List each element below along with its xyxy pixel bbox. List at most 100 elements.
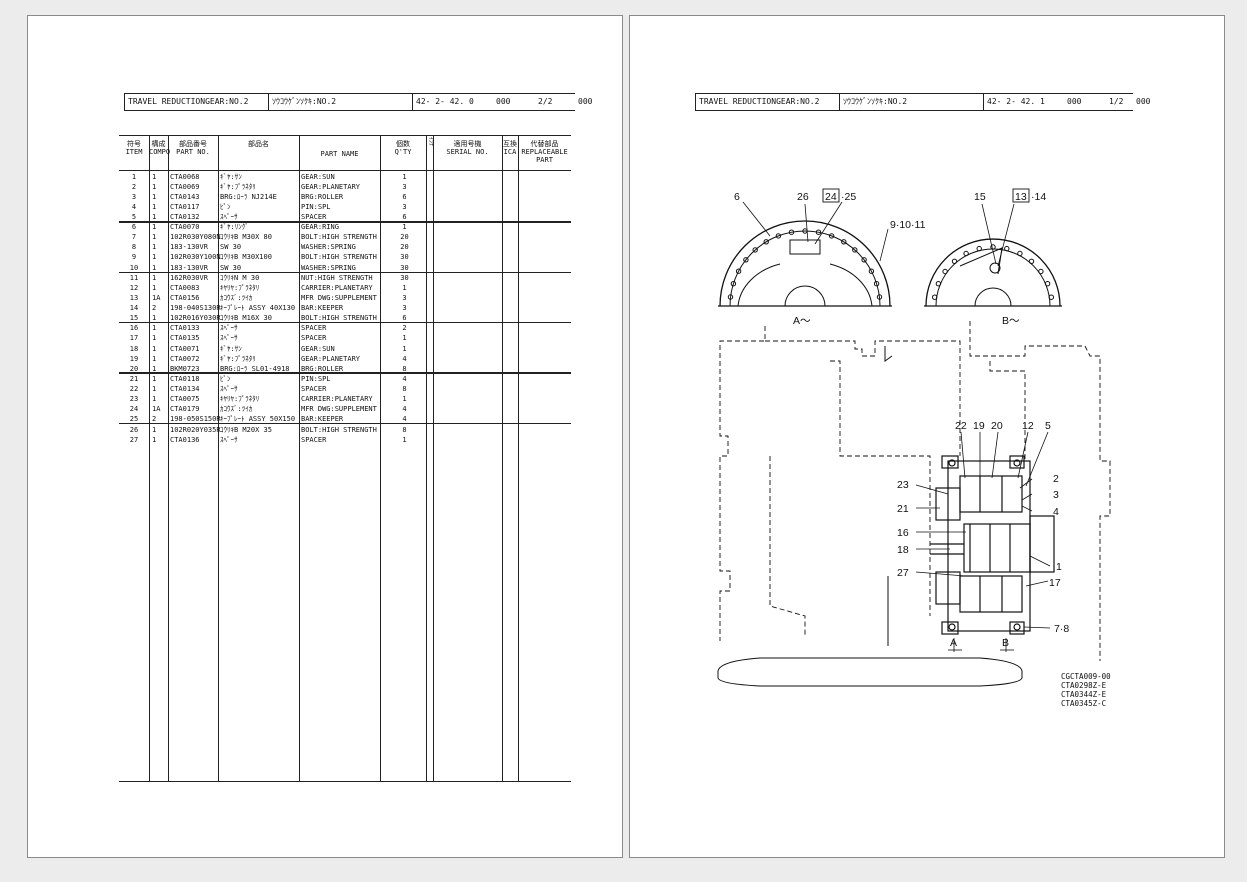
part-number: BKM0723 [170, 364, 200, 373]
quantity: 8 [402, 425, 407, 434]
part-name-jp: ｷｰﾌﾟﾚｰﾄ ASSY 40X130 [220, 304, 296, 313]
part-name-jp: ｽﾍﾟｰｻ [220, 324, 238, 333]
compo: 1 [152, 192, 157, 201]
part-number: 102R020Y035R [170, 425, 221, 434]
part-number: CTA0083 [170, 283, 200, 292]
item-number: 22 [129, 385, 139, 394]
part-name: GEAR:SUN [301, 344, 335, 353]
item-number: 21 [129, 374, 139, 383]
col-qty: 個数 Q'TY [394, 140, 412, 156]
callout-7-8: 7·8 [1054, 623, 1069, 635]
compo: 1 [152, 223, 157, 232]
part-name-jp: ｶｺｳｽﾞ:ﾂｲｶ [220, 405, 253, 414]
quantity: 8 [402, 385, 407, 394]
compo: 1 [152, 324, 157, 333]
compo: 1A [152, 405, 161, 414]
part-number: CTA0132 [170, 212, 200, 221]
bolt-hole [727, 294, 734, 300]
compo: 2 [152, 304, 157, 313]
compo: 1 [152, 425, 157, 434]
callout-18: 18 [897, 544, 909, 556]
callout-17: 17 [1049, 577, 1061, 589]
part-name-jp: ｽﾍﾟｰｻ [220, 334, 238, 343]
callout-20: 20 [991, 420, 1003, 432]
part-name: SPACER [301, 334, 327, 343]
header-trail: 000 [1136, 97, 1151, 106]
quantity: 3 [402, 202, 407, 211]
bolt-hole [868, 268, 875, 274]
view-b-label: B～ [1002, 315, 1020, 327]
assembly-leaders [915, 431, 1051, 652]
part-name-jp: ｽﾍﾟｰｻ [220, 212, 238, 221]
compo: 1A [152, 293, 161, 302]
section-b-label: B [1002, 637, 1009, 649]
item-number: 19 [129, 354, 139, 363]
compo: 1 [152, 283, 157, 292]
item-number: 8 [131, 243, 137, 252]
item-number: 14 [129, 304, 139, 313]
item-number: 1 [131, 172, 137, 181]
part-name: BAR:KEEPER [301, 415, 344, 424]
bolt-hole [1044, 281, 1051, 287]
bolt-hole [1048, 294, 1054, 300]
compo: 1 [152, 202, 157, 211]
compo: 2 [152, 415, 157, 424]
quantity: 3 [402, 304, 407, 313]
part-number: CTA0143 [170, 192, 200, 201]
item-number: 24 [129, 405, 139, 414]
group-rule [119, 221, 571, 223]
part-name: MFR DWG:SUPPLEMENT [301, 405, 377, 414]
part-name-jp: ｺｳﾘｷB M16X 30 [220, 314, 272, 323]
compo: 1 [152, 344, 157, 353]
part-number: CTA0072 [170, 354, 200, 363]
part-name: BOLT:HIGH STRENGTH [301, 314, 377, 323]
bolt-hole [861, 257, 867, 263]
part-name: BRG:ROLLER [301, 364, 344, 373]
compo: 1 [152, 374, 157, 383]
bolt-hole [763, 239, 769, 245]
part-name: MFR DWG:SUPPLEMENT [301, 293, 377, 302]
part-number: 183-130VR [170, 243, 208, 252]
quantity: 1 [402, 172, 407, 181]
part-number: CTA0133 [170, 324, 200, 333]
part-name: SPACER [301, 385, 327, 394]
part-name-jp: ｷﾞﾔ:ｻﾝ [220, 344, 242, 353]
col-divider [433, 135, 434, 782]
quantity: 2 [402, 324, 407, 333]
part-name-jp: ｺｳﾘｷB M30X100 [220, 253, 272, 262]
part-name-jp: ｽﾍﾟｰｻ [220, 385, 238, 394]
compo: 1 [152, 243, 157, 252]
part-name-jp: ｷﾞﾔ:ﾌﾟﾗﾈﾀﾘ [220, 354, 256, 363]
compo: 1 [152, 233, 157, 242]
header-code: 42- 2- 42. 1 [987, 97, 1045, 106]
callout-15: 15 [974, 191, 986, 203]
part-number: CTA0134 [170, 385, 200, 394]
quantity: 30 [400, 273, 409, 282]
callout-6: 6 [734, 191, 740, 203]
part-name-jp: BRG:ﾛｰﾗ SL01-4918 [220, 364, 290, 373]
col-part-name: PART NAME [320, 150, 359, 158]
col-divider [518, 135, 519, 782]
part-name-jp: ﾋﾟﾝ [220, 374, 231, 383]
bolt-hole [841, 239, 847, 245]
bolt-hole [935, 281, 942, 287]
col-in: ｲﾝﾅ [427, 137, 434, 147]
callout-16: 16 [897, 527, 909, 539]
part-name: GEAR:PLANETARY [301, 354, 361, 363]
bolt-hole [852, 247, 858, 253]
part-number: CTA0068 [170, 172, 200, 181]
part-name: BRG:ROLLER [301, 192, 344, 201]
bolt-hole [1004, 245, 1010, 252]
part-name: BOLT:HIGH STRENGTH [301, 233, 377, 242]
part-number: CTA0117 [170, 202, 200, 211]
item-number: 5 [131, 212, 137, 221]
part-number: 198-050S150R [170, 415, 221, 424]
header-num: 000 [496, 97, 511, 106]
